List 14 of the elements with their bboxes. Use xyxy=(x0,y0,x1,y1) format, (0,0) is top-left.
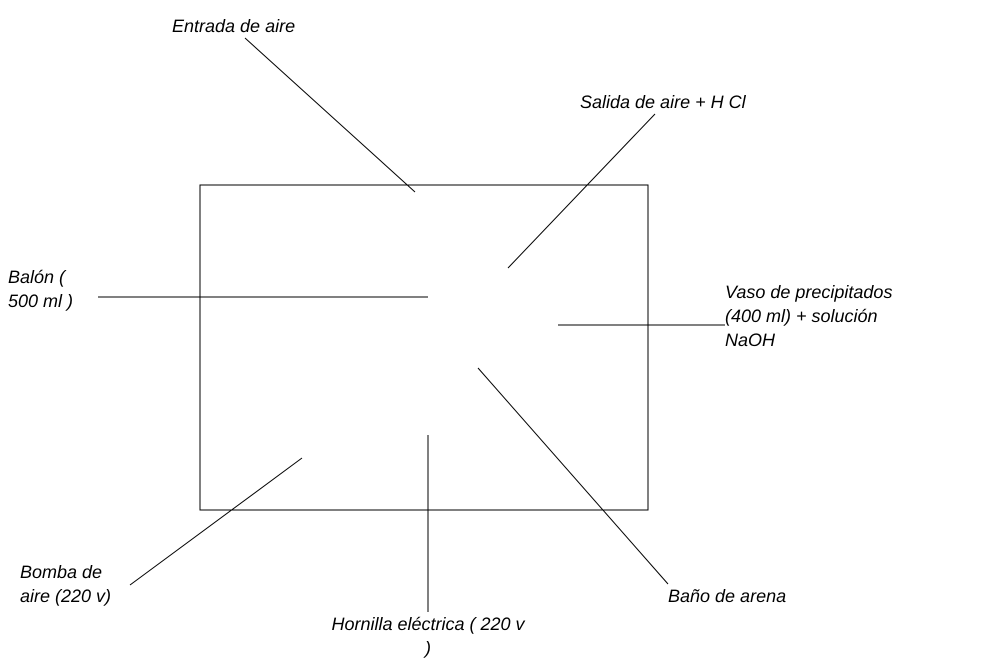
callout-label: Hornilla eléctrica ( 220 v ) xyxy=(328,612,528,660)
callout-label: Bomba de aire (220 v) xyxy=(20,560,130,608)
callout-label: Baño de arena xyxy=(668,584,798,608)
leader-line xyxy=(98,296,428,298)
leader-line xyxy=(130,458,302,586)
leader-line xyxy=(478,368,668,584)
callout-label: Vaso de precipitados (400 ml) + solución NaOH xyxy=(725,280,930,352)
callout-label: Salida de aire + H Cl xyxy=(580,90,780,114)
apparatus-frame xyxy=(200,184,648,510)
callout-label: Balón ( 500 ml ) xyxy=(8,265,98,313)
leader-line xyxy=(508,114,656,268)
leader-line xyxy=(244,38,416,192)
leader-line xyxy=(558,324,726,326)
callout-label: Entrada de aire xyxy=(172,14,312,38)
